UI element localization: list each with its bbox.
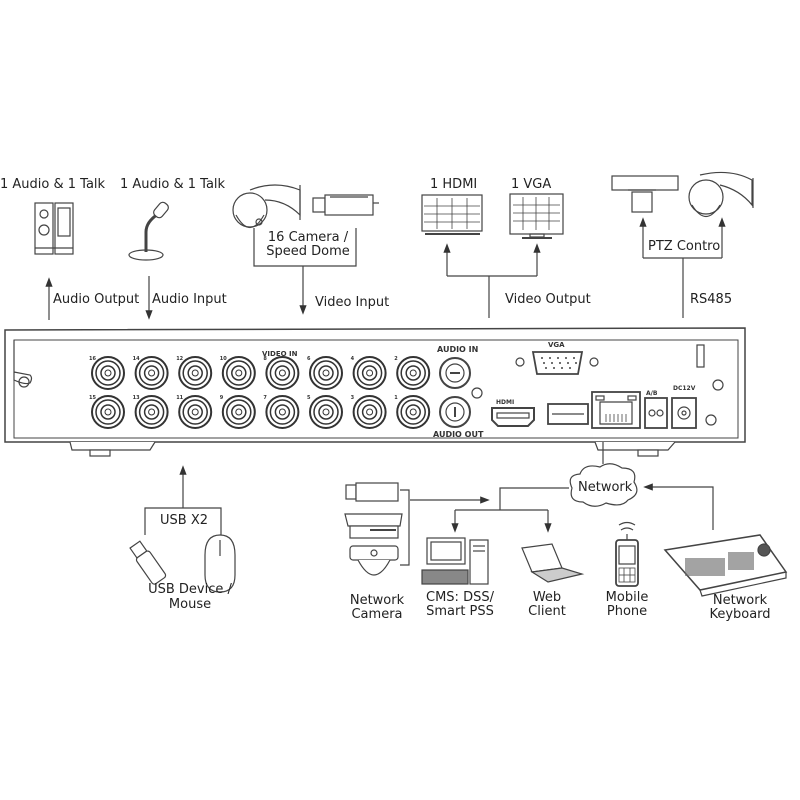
cms-label-line2: Smart PSS bbox=[426, 604, 494, 619]
vga-monitor-icon bbox=[509, 193, 564, 239]
cms-computer-icon bbox=[421, 537, 489, 585]
video-input-label: Video Input bbox=[315, 295, 390, 310]
ground-screw-icon bbox=[471, 387, 483, 399]
microphone-icon bbox=[128, 201, 169, 261]
usb-port bbox=[547, 403, 589, 425]
bnc-video-input-1 bbox=[396, 395, 431, 429]
bnc-number-label: 7 bbox=[263, 395, 267, 401]
video-in-label: VIDEO IN bbox=[262, 350, 298, 358]
mouse-icon bbox=[204, 534, 236, 593]
bnc-video-input-13 bbox=[134, 395, 169, 429]
bnc-video-input-12 bbox=[178, 356, 213, 390]
audio-in-label: AUDIO IN bbox=[437, 345, 478, 354]
network-bullet-camera-icon bbox=[345, 482, 399, 502]
microphone-label: 1 Audio & 1 Talk bbox=[120, 177, 226, 192]
cms-label-line1: CMS: DSS/ bbox=[426, 590, 494, 605]
bnc-video-input-8 bbox=[265, 356, 300, 390]
audio-output-label: Audio Output bbox=[53, 292, 140, 307]
ptz-speed-dome-icon bbox=[688, 171, 754, 218]
hdmi-port bbox=[491, 407, 535, 427]
network-box-camera-icon bbox=[344, 513, 403, 539]
camera-label-line1: 16 Camera / bbox=[267, 230, 349, 245]
bnc-number-label: 6 bbox=[307, 356, 311, 362]
network-label: Network bbox=[578, 480, 633, 495]
vga-label: 1 VGA bbox=[511, 177, 552, 192]
audio-out-port bbox=[439, 396, 471, 428]
usb-device-label-line1: USB Device / bbox=[148, 582, 232, 597]
keyboard-label-line1: Network bbox=[712, 593, 768, 608]
bnc-number-label: 3 bbox=[351, 395, 355, 401]
usb-stick-icon bbox=[129, 540, 167, 585]
bnc-video-input-14 bbox=[134, 356, 169, 390]
video-output-label: Video Output bbox=[505, 292, 591, 307]
ethernet-port bbox=[591, 391, 641, 429]
bnc-video-input-2 bbox=[396, 356, 431, 390]
network-cloud-icon bbox=[569, 463, 638, 507]
ptz-camera-icon bbox=[611, 175, 679, 213]
mobile-phone-icon bbox=[615, 521, 639, 587]
web-client-label-line1: Web bbox=[532, 590, 562, 605]
ptz-control-label: PTZ Contro bbox=[648, 239, 721, 254]
audio-input-label: Audio Input bbox=[152, 292, 227, 307]
network-keyboard-icon bbox=[663, 534, 788, 597]
audio-out-label: AUDIO OUT bbox=[433, 430, 484, 439]
bnc-number-label: 5 bbox=[307, 395, 311, 401]
network-camera-label-line1: Network bbox=[349, 593, 405, 608]
mobile-label-line1: Mobile bbox=[605, 590, 649, 605]
rs485-label: RS485 bbox=[690, 292, 733, 307]
bnc-number-label: 2 bbox=[394, 356, 398, 362]
bnc-video-input-15 bbox=[91, 395, 125, 429]
bnc-number-label: 8 bbox=[263, 356, 267, 362]
mobile-label-line2: Phone bbox=[606, 604, 648, 619]
vga-port bbox=[515, 351, 599, 375]
bnc-video-input-9 bbox=[221, 395, 256, 429]
network-camera-label-line2: Camera bbox=[351, 607, 403, 622]
bnc-number-label: 11 bbox=[176, 395, 183, 401]
keyboard-label-line2: Keyboard bbox=[709, 607, 771, 622]
usb-device-label-line2: Mouse bbox=[168, 597, 212, 612]
hdmi-monitor-icon bbox=[421, 194, 483, 235]
dc-label: DC12V bbox=[673, 385, 696, 392]
bnc-number-label: 16 bbox=[89, 356, 96, 362]
bnc-number-label: 9 bbox=[220, 395, 224, 401]
network-dome-camera-icon bbox=[349, 545, 399, 576]
web-client-label-line2: Client bbox=[528, 604, 566, 619]
box-camera-icon bbox=[312, 194, 379, 216]
bnc-number-label: 10 bbox=[220, 356, 227, 362]
bnc-video-input-6 bbox=[309, 356, 343, 390]
speed-dome-camera-icon bbox=[232, 184, 301, 229]
ab-label: A/B bbox=[646, 390, 658, 397]
bnc-video-input-11 bbox=[178, 395, 213, 429]
hdmi-label: 1 HDMI bbox=[430, 177, 478, 192]
vga-port-label: VGA bbox=[548, 341, 565, 349]
camera-label-line2: Speed Dome bbox=[266, 244, 350, 259]
bnc-video-input-16 bbox=[91, 356, 125, 390]
speaker-label: 1 Audio & 1 Talk bbox=[0, 177, 106, 192]
speaker-icon bbox=[34, 202, 74, 255]
bnc-video-input-10 bbox=[221, 356, 256, 390]
bnc-number-label: 4 bbox=[351, 356, 355, 362]
bnc-number-label: 1 bbox=[394, 395, 398, 401]
bnc-number-label: 12 bbox=[176, 356, 183, 362]
bnc-video-input-7 bbox=[265, 395, 300, 429]
bnc-video-input-4 bbox=[352, 356, 387, 390]
power-port bbox=[671, 397, 697, 429]
rs485-port bbox=[644, 397, 668, 429]
bnc-number-label: 14 bbox=[133, 356, 140, 362]
audio-in-port bbox=[439, 357, 471, 389]
bnc-video-input-5 bbox=[309, 395, 343, 429]
bnc-video-input-3 bbox=[352, 395, 387, 429]
hdmi-port-label: HDMI bbox=[496, 399, 514, 406]
bnc-number-label: 15 bbox=[89, 395, 96, 401]
web-client-laptop-icon bbox=[521, 543, 585, 583]
usb-x2-label: USB X2 bbox=[160, 513, 208, 528]
bnc-number-label: 13 bbox=[133, 395, 140, 401]
